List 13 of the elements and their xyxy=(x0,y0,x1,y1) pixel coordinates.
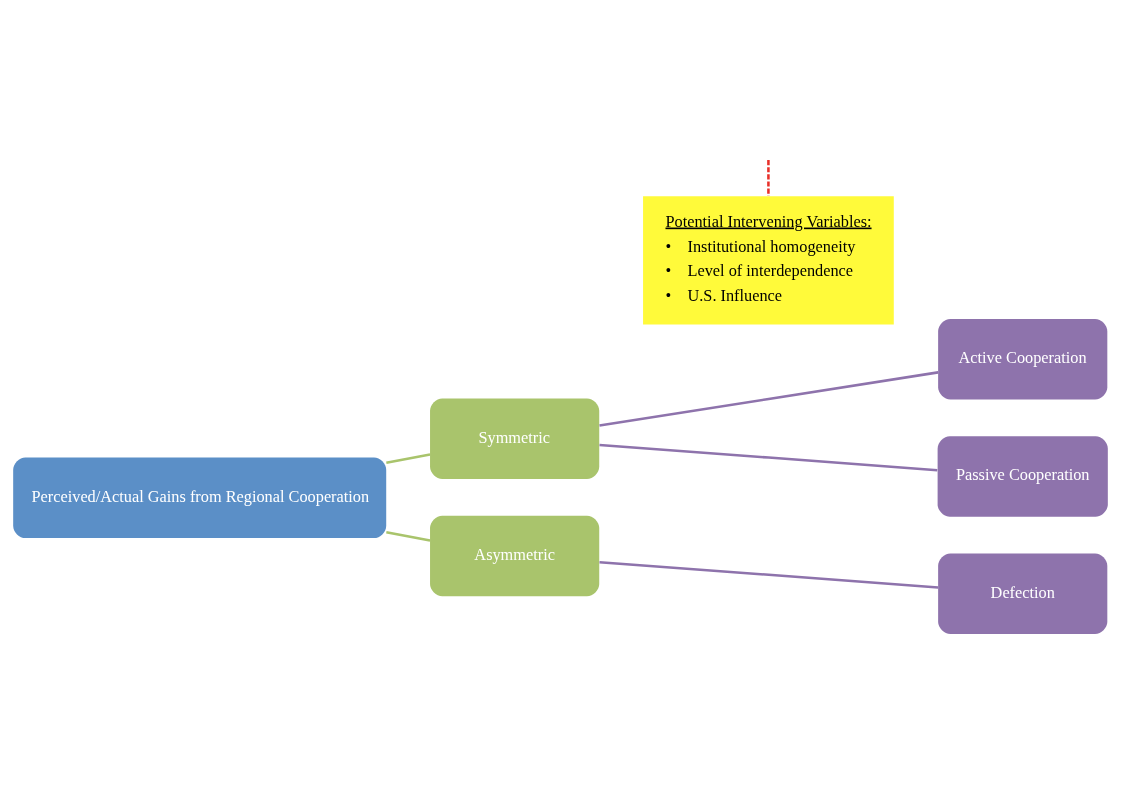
node-box: Asymmetric xyxy=(430,515,600,597)
node-box: Perceived/Actual Gains from Regional Cooperation xyxy=(13,457,387,539)
connector xyxy=(767,160,770,197)
connector xyxy=(599,371,939,427)
node-box: Potential Intervening Variables: • Institutional homogeneity • Level of interdependence • U.S. Influence xyxy=(643,196,894,325)
connector xyxy=(386,531,431,542)
connector xyxy=(386,453,431,465)
node-box: Active Cooperation xyxy=(938,319,1108,400)
connector xyxy=(599,560,939,589)
connector xyxy=(599,443,938,472)
node-box: Defection xyxy=(938,553,1108,634)
node-box: Passive Cooperation xyxy=(937,436,1108,517)
node-box: Symmetric xyxy=(430,398,600,479)
